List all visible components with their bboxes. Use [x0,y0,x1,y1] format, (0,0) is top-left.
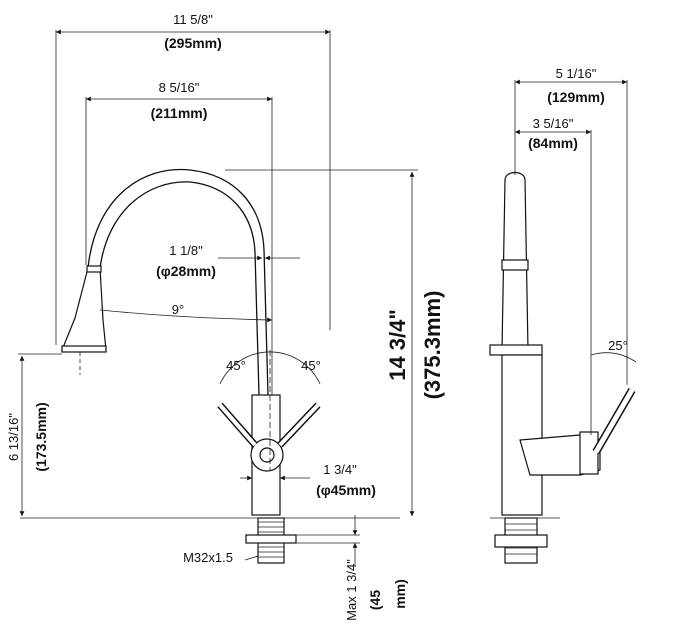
side-depth-mm: (129mm) [547,89,605,105]
handle-angle-right: 45° [301,358,321,373]
side-angle: 25° [608,338,628,353]
side-view [489,171,636,564]
deck-thickness-unit: mm) [392,579,408,609]
side-handle-in: 3 5/16" [533,116,574,131]
total-height-in: 14 3/4" [385,309,410,381]
front-view [20,168,400,564]
spout-reach-in: 8 5/16" [159,80,200,95]
thread-size: M32x1.5 [183,550,233,565]
total-height-mm: (375.3mm) [420,291,445,400]
spout-gooseneck [87,168,269,396]
threaded-shank [245,517,297,564]
overall-width-mm: (295mm) [164,35,222,51]
spray-collar [86,265,102,273]
side-body [501,354,543,516]
overall-width-in: 11 5/8" [173,12,213,27]
aerator-height-mm: (173.5mm) [33,402,49,471]
spray-head [61,267,107,351]
base-dia-mm: (φ45mm) [316,482,376,498]
deck-thickness-in: Max 1 3/4" [344,559,359,621]
deck-thickness-mm: (45 [367,590,383,610]
swivel-angle: 9° [172,302,184,317]
side-spray-face [489,344,543,356]
aerator [61,345,107,353]
handle-angle-left: 45° [226,358,246,373]
side-handle-mm: (84mm) [528,135,578,151]
side-depth-in: 5 1/16" [556,66,597,81]
base-dia-in: 1 3/4" [323,462,357,477]
aerator-height-in: 6 13/16" [6,413,21,461]
spout-reach-mm: (211mm) [151,105,208,121]
spout-dia-mm: (φ28mm) [156,263,216,279]
spout-dia-in: 1 1/8" [169,243,203,258]
